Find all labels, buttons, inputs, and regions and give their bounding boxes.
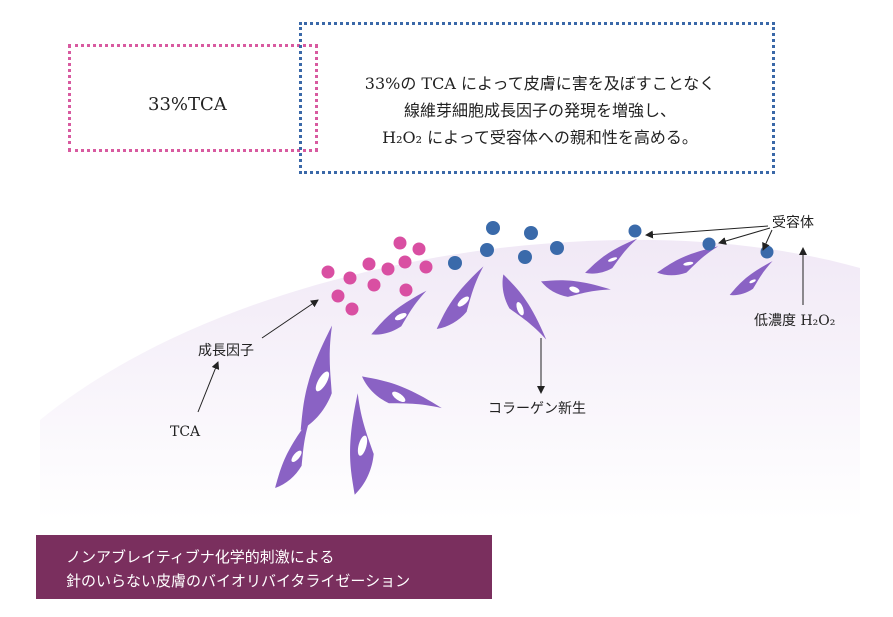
arrows bbox=[197, 225, 807, 413]
title-banner: ノンアブレイティブナ化学的刺激による 針のいらない皮膚のバイオリバイタライゼーシ… bbox=[36, 535, 492, 599]
fibroblast-cell bbox=[332, 393, 389, 498]
growth-factor-dot bbox=[381, 262, 395, 276]
growth-factor-dot bbox=[393, 236, 407, 250]
tca-box-label: 33%TCA bbox=[148, 94, 227, 115]
growth-factor-dot bbox=[345, 302, 359, 316]
receptor-dot bbox=[550, 241, 564, 255]
receptor-dot bbox=[486, 221, 500, 235]
growth-factor-dot bbox=[362, 257, 376, 271]
fibroblast-cell bbox=[425, 266, 500, 335]
growth-factor-dot bbox=[343, 271, 357, 285]
growth-factor-dot bbox=[412, 242, 426, 256]
receptor-dot bbox=[480, 243, 494, 257]
skin-layer bbox=[40, 239, 860, 520]
arrow-growth-factor bbox=[261, 299, 319, 339]
fibroblast-cells bbox=[261, 238, 780, 498]
description-line: H₂O₂ によって受容体への親和性を高める。 bbox=[382, 128, 698, 147]
fibroblast-cell bbox=[654, 246, 722, 279]
growth-factor-dot bbox=[367, 278, 381, 292]
description-box bbox=[299, 22, 775, 174]
fibroblast-cell bbox=[497, 268, 547, 349]
growth-factor-dot bbox=[321, 265, 335, 279]
description-line: 線維芽細胞成長因子の発現を増強し、 bbox=[403, 101, 676, 120]
fibroblast-cell bbox=[278, 325, 363, 435]
receptor-dot bbox=[448, 256, 462, 270]
description-text: 33%の TCA によって皮膚に害を及ぼすことなく 線維芽細胞成長因子の発現を増… bbox=[312, 70, 768, 151]
receptor-dot bbox=[524, 226, 538, 240]
growth-factor-dot bbox=[419, 260, 433, 274]
receptor-label: 受容体 bbox=[772, 215, 814, 231]
arrow-receptor-3 bbox=[762, 229, 773, 251]
receptor-dot bbox=[628, 224, 642, 238]
receptor-dot bbox=[760, 245, 774, 259]
receptor-dots bbox=[448, 221, 774, 270]
fibroblast-cell bbox=[364, 290, 436, 340]
tca-box bbox=[68, 44, 318, 152]
fibroblast-cell bbox=[357, 360, 442, 431]
fibroblast-cell bbox=[580, 238, 645, 278]
receptor-dot bbox=[518, 250, 532, 264]
description-line: 33%の TCA によって皮膚に害を及ぼすことなく bbox=[364, 74, 716, 93]
growth-factor-dot bbox=[398, 255, 412, 269]
banner-line: 針のいらない皮膚のバイオリバイタライゼーション bbox=[66, 572, 411, 590]
receptor-dot bbox=[702, 237, 716, 251]
growth-factor-dot bbox=[331, 289, 345, 303]
fibroblast-cell bbox=[261, 418, 330, 493]
growth-factor-label: 成長因子 bbox=[198, 343, 254, 359]
banner-line: ノンアブレイティブナ化学的刺激による bbox=[66, 548, 335, 566]
low-h2o2-label: 低濃度 H₂O₂ bbox=[754, 313, 836, 329]
fibroblast-cell bbox=[724, 261, 780, 300]
arrow-receptor-2 bbox=[718, 227, 771, 245]
arrow-receptor-1 bbox=[645, 225, 769, 239]
fibroblast-cell bbox=[538, 266, 611, 311]
arrow-tca bbox=[197, 361, 220, 413]
growth-factor-dot bbox=[399, 283, 413, 297]
growth-factor-dots bbox=[321, 236, 433, 316]
tca-label: TCA bbox=[170, 424, 201, 440]
collagen-label: コラーゲン新生 bbox=[488, 401, 586, 417]
